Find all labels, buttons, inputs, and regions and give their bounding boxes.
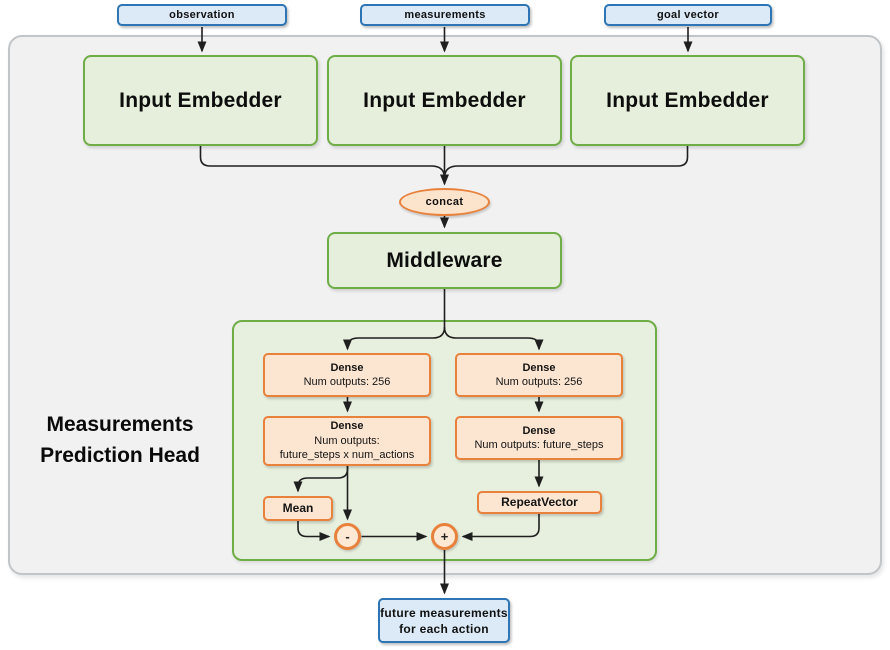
dense-right-2-outputs: Num outputs: future_steps (474, 439, 604, 451)
add-op-label: + (440, 529, 449, 544)
measurements-text: measurements (404, 9, 486, 21)
input-embedder-2-label: Input Embedder (363, 88, 526, 112)
dense-right-1-title: Dense (522, 361, 556, 374)
dense-left-2-title: Dense (330, 420, 364, 433)
input-label-measurements: measurements (360, 4, 530, 26)
dense-right-2-title: Dense (522, 424, 556, 437)
output-label-line2: for each action (399, 621, 489, 636)
concat-node: concat (399, 188, 490, 216)
input-embedder-1: Input Embedder (83, 55, 318, 146)
subtract-op-node: - (334, 523, 361, 550)
head-title-line2: Prediction Head (40, 444, 200, 467)
input-embedder-3-label: Input Embedder (606, 88, 769, 112)
dense-right-1: Dense Num outputs: 256 (455, 353, 623, 397)
mean-node: Mean (263, 496, 333, 521)
output-label: future measurements for each action (378, 598, 510, 643)
dense-left-1-outputs: Num outputs: 256 (303, 376, 391, 388)
repeat-vector-label: RepeatVector (501, 495, 578, 510)
observation-text: observation (169, 9, 235, 21)
input-embedder-1-label: Input Embedder (119, 88, 282, 112)
mean-label: Mean (282, 501, 314, 516)
concat-label: concat (425, 196, 464, 208)
input-label-observation: observation (117, 4, 287, 26)
output-label-line1: future measurements (380, 605, 508, 620)
dense-left-2-outputs-2: future_steps x num_actions (279, 449, 415, 462)
input-embedder-3: Input Embedder (570, 55, 805, 146)
dense-left-1: Dense Num outputs: 256 (263, 353, 431, 397)
head-title-line1: Measurements (46, 413, 194, 436)
dense-left-1-title: Dense (330, 361, 364, 374)
middleware-node: Middleware (327, 232, 562, 289)
add-op-node: + (431, 523, 458, 550)
dense-left-2-outputs: Num outputs: (314, 434, 380, 447)
input-embedder-2: Input Embedder (327, 55, 562, 146)
subtract-op-label: - (345, 529, 350, 544)
dense-right-1-outputs: Num outputs: 256 (495, 376, 583, 388)
dense-right-2: Dense Num outputs: future_steps (455, 416, 623, 460)
repeat-vector-node: RepeatVector (477, 491, 602, 514)
middleware-label: Middleware (386, 248, 503, 272)
dense-left-2: Dense Num outputs: future_steps x num_ac… (263, 416, 431, 466)
head-title: Measurements Prediction Head (18, 409, 222, 471)
input-label-goal-vector: goal vector (604, 4, 772, 26)
goal-vector-text: goal vector (657, 9, 719, 21)
